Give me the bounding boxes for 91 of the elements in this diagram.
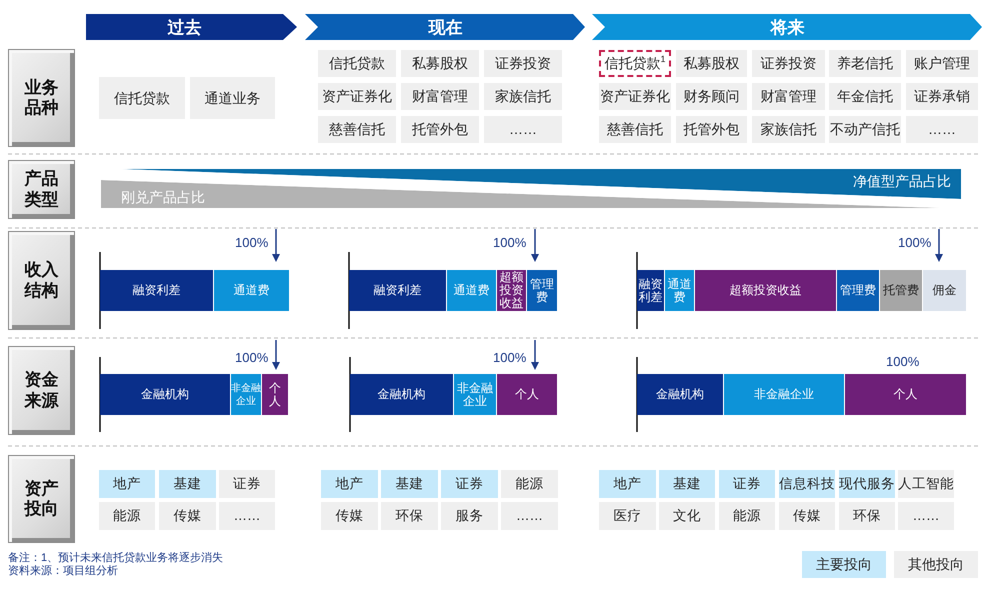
bar-segment: 通道费 [665,270,694,311]
sector-box: 证券 [441,470,498,498]
phase-banner: 现在 [305,14,585,40]
business-box: 证券投资 [484,50,562,77]
percent-label: 100% [235,235,268,251]
row-header: 资产投向 [8,455,75,543]
business-box: 年金信托 [829,83,901,110]
business-box: 不动产信托 [829,116,901,143]
bar-segment: 融资利差 [637,270,664,311]
percent-label: 100% [493,350,526,366]
business-box: 托管外包 [401,116,479,143]
sector-box: 文化 [659,502,715,530]
sector-box: 环保 [381,502,438,530]
sector-box: 基建 [381,470,438,498]
sector-box: 基建 [659,470,715,498]
bar-segment: 托管费 [880,270,922,311]
business-box: 家族信托 [752,116,825,143]
business-box: 财富管理 [752,83,825,110]
sector-box: …… [898,502,954,530]
phase-banner: 将来 [592,14,982,40]
sector-box: 能源 [719,502,775,530]
sector-box: 服务 [441,502,498,530]
percent-label: 100% [886,354,920,370]
business-box: 慈善信托 [599,116,671,143]
sector-box: 能源 [99,502,155,530]
bar-segment: 融资利差 [349,270,446,311]
business-box: 账户管理 [906,50,978,77]
sector-box: 传媒 [779,502,835,530]
business-box: 信托贷款$^{1}$ [599,50,671,77]
sector-box: 证券 [219,470,275,498]
sector-box: 环保 [839,502,895,530]
sector-box: 证券 [719,470,775,498]
legend-item: 主要投向 [802,551,886,578]
bar-segment: 非金融企业 [454,374,496,415]
business-box: 资产证券化 [318,83,396,110]
business-box: 家族信托 [484,83,562,110]
row-header: 业务品种 [8,49,75,147]
bar-segment: 通道费 [214,270,289,311]
bar-segment: 管理费 [837,270,879,311]
sector-box: 人工智能 [898,470,954,498]
sector-box: 现代服务 [839,470,895,498]
sector-box: 基建 [159,470,216,498]
bar-segment: 金融机构 [637,374,723,415]
bar-segment: 管理费 [527,270,557,311]
row-header: 产品类型 [8,160,75,219]
sector-box: 传媒 [321,502,378,530]
business-box: 财务顾问 [676,83,747,110]
sector-box: 地产 [321,470,378,498]
business-box: 证券承销 [906,83,978,110]
business-box: 养老信托 [829,50,901,77]
sector-box: …… [501,502,558,530]
bar-segment: 非金融企业 [231,374,261,415]
bar-segment: 金融机构 [100,374,230,415]
business-box: 通道业务 [190,77,275,119]
row-header: 资金来源 [8,346,75,435]
sector-box: 传媒 [159,502,216,530]
bar-segment: 佣金 [923,270,966,311]
business-box: 资产证券化 [599,83,671,110]
business-box: 财富管理 [401,83,479,110]
bar-segment: 个人 [497,374,557,415]
bar-segment: 超额投资收益 [497,270,526,311]
legend-item: 其他投向 [894,551,978,578]
bar-segment: 超额投资收益 [695,270,836,311]
sector-box: 医疗 [599,502,656,530]
business-box: …… [484,116,562,143]
business-box: 托管外包 [676,116,747,143]
percent-label: 100% [898,235,932,251]
bar-segment: 非金融企业 [724,374,844,415]
business-box: …… [906,116,978,143]
business-box: 私募股权 [401,50,479,77]
sector-box: 信息科技 [779,470,835,498]
note-text: 备注：1、预计未来信托贷款业务将逐步消失 [8,552,224,565]
bar-segment: 金融机构 [350,374,453,415]
sector-box: …… [219,502,275,530]
percent-label: 100% [235,350,268,366]
sector-box: 地产 [99,470,155,498]
business-box: 信托贷款 [99,77,185,119]
business-box: 证券投资 [752,50,825,77]
row-header: 收入结构 [8,231,75,330]
note-text: 资料来源：项目组分析 [8,565,118,578]
bar-segment: 个人 [845,374,966,415]
phase-banner: 过去 [86,14,297,40]
business-box: 慈善信托 [318,116,396,143]
sector-box: 地产 [599,470,656,498]
bar-segment: 通道费 [447,270,496,311]
business-box: 私募股权 [676,50,747,77]
bar-segment: 个人 [262,374,288,415]
percent-label: 100% [493,235,526,251]
business-box: 信托贷款 [318,50,396,77]
bar-segment: 融资利差 [100,270,213,311]
sector-box: 能源 [501,470,558,498]
